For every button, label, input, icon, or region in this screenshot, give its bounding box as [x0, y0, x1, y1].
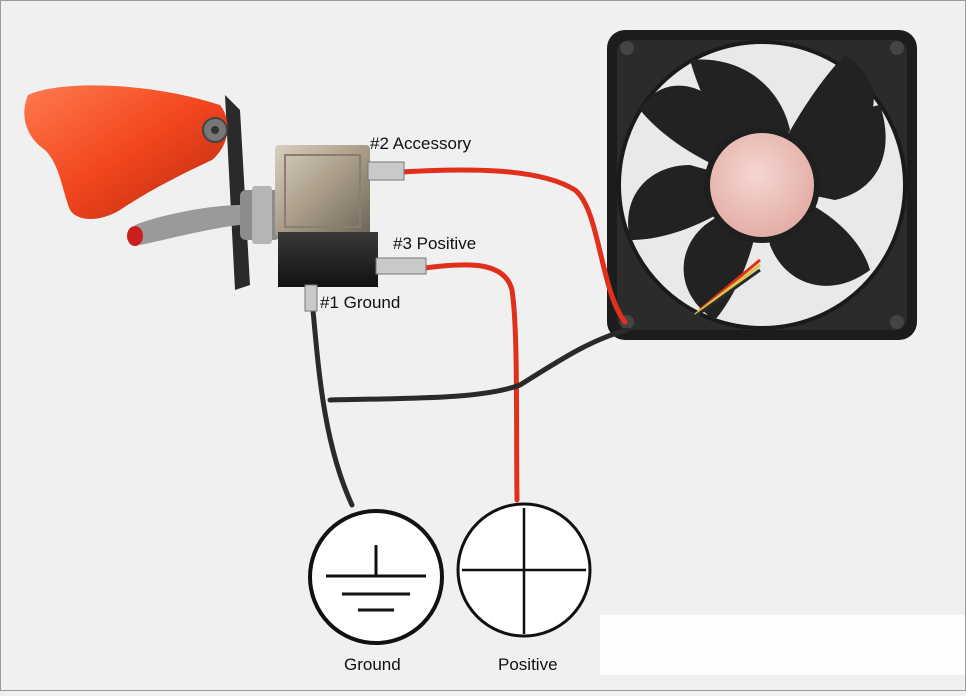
- ground-symbol-label: Ground: [344, 655, 401, 674]
- positive-symbol-label: Positive: [498, 655, 558, 674]
- wires: [309, 167, 630, 508]
- white-patch: [600, 615, 966, 675]
- ground-terminal-label: #1 Ground: [320, 293, 401, 312]
- positive-wire: [422, 262, 520, 503]
- computer-fan: [607, 30, 917, 340]
- accessory-wire: [399, 167, 628, 325]
- safety-cover: [24, 85, 228, 219]
- toggle-switch: [24, 85, 427, 312]
- ground-wire: [309, 297, 355, 508]
- ground-terminal: [304, 284, 318, 312]
- positive-terminal: [375, 257, 427, 275]
- fan-ground-wire: [327, 327, 630, 403]
- accessory-terminal: [367, 161, 405, 181]
- positive-symbol: [456, 502, 592, 638]
- ground-symbol: [308, 509, 444, 645]
- positive-terminal-label: #3 Positive: [393, 234, 477, 253]
- accessory-label: #2 Accessory: [370, 134, 472, 153]
